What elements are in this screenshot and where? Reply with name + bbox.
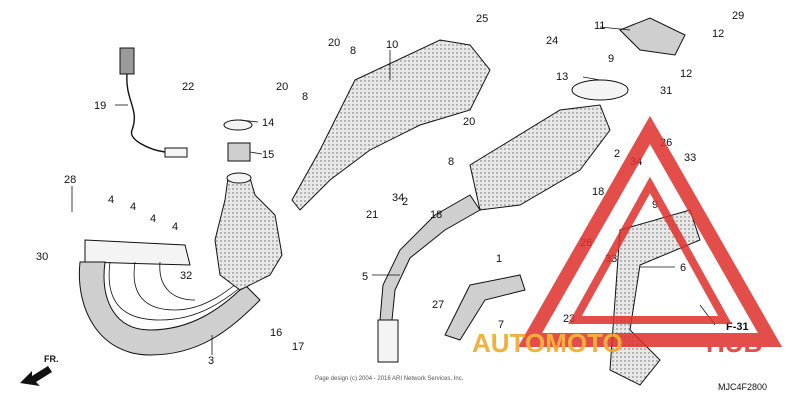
- callout-8: 8: [350, 45, 356, 57]
- callout-18: 18: [592, 186, 604, 198]
- watermark-hub: HUB: [706, 328, 762, 358]
- callout-9: 9: [652, 199, 658, 211]
- exhaust-manifold: [78, 239, 261, 356]
- front-arrow-icon: [20, 366, 52, 386]
- callout-7: 7: [498, 319, 504, 331]
- callout-2: 2: [614, 148, 620, 160]
- callout-29: 29: [732, 10, 744, 22]
- callout-25: 25: [476, 13, 488, 25]
- callout-6: 6: [680, 262, 686, 274]
- callout-15: 15: [262, 149, 274, 161]
- front-label: FR.: [44, 354, 59, 364]
- callout-4: 4: [150, 213, 156, 225]
- clamp-and-gasket: [223, 119, 253, 162]
- callout-12: 12: [680, 68, 692, 80]
- callout-28: 28: [64, 174, 76, 186]
- callout-31: 31: [660, 85, 672, 97]
- diagram-code: MJC4F2800: [718, 382, 767, 392]
- callout-14: 14: [262, 117, 274, 129]
- callout-30: 30: [36, 251, 48, 263]
- exhaust-pipe: [377, 194, 481, 363]
- muffler-body: [469, 79, 629, 211]
- callout-9: 9: [608, 53, 614, 65]
- callout-11: 11: [594, 20, 605, 32]
- callout-32: 32: [180, 270, 192, 282]
- callout-1: 1: [496, 253, 502, 265]
- callout-10: 10: [386, 39, 398, 51]
- callout-16: 16: [270, 327, 282, 339]
- callout-24: 24: [546, 35, 558, 47]
- callout-8: 8: [302, 91, 308, 103]
- collector-pipe: [214, 172, 283, 291]
- callout-13: 13: [556, 71, 568, 83]
- callout-21: 21: [366, 209, 378, 221]
- callout-17: 17: [292, 341, 304, 353]
- callout-12: 12: [712, 28, 724, 40]
- front-direction-indicator: FR.: [20, 354, 59, 386]
- callout-27: 27: [432, 299, 444, 311]
- callout-4: 4: [108, 194, 114, 206]
- callout-20: 20: [463, 116, 475, 128]
- callout-4: 4: [172, 221, 178, 233]
- callout-2: 2: [402, 196, 408, 208]
- leader-lines: [71, 26, 675, 355]
- callout-20: 20: [276, 81, 288, 93]
- callout-33: 33: [684, 152, 696, 164]
- callout-18: 18: [430, 209, 442, 221]
- callout-8: 8: [448, 156, 454, 168]
- callout-3: 3: [208, 355, 214, 367]
- callout-19: 19: [94, 100, 106, 112]
- o2-sensor: [119, 47, 188, 158]
- muffler-bracket: [619, 17, 686, 56]
- protector: [444, 274, 526, 341]
- callout-22: 22: [182, 81, 194, 93]
- watermark-auto: AUTOMOTO: [472, 328, 623, 358]
- copyright-notice: Page design (c) 2004 - 2016 ARI Network …: [315, 376, 464, 382]
- watermark-triangle-icon: [517, 115, 783, 347]
- callout-4: 4: [130, 201, 136, 213]
- heat-shield-upper: [291, 39, 491, 211]
- callout-20: 20: [328, 37, 340, 49]
- callout-5: 5: [362, 271, 368, 283]
- callout-34: 34: [392, 192, 404, 204]
- watermark: AUTOMOTO HUB: [472, 115, 783, 358]
